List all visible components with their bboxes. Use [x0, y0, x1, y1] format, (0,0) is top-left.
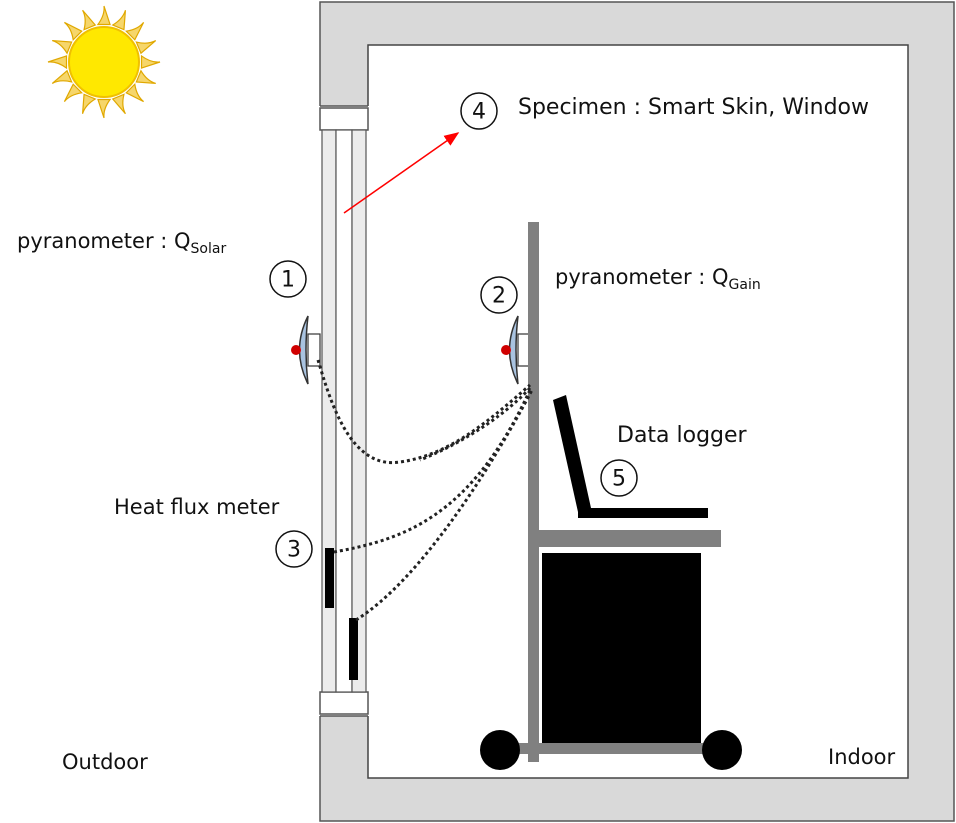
- pyranometer-solar-icon: [291, 315, 321, 385]
- sun-ray: [111, 93, 126, 115]
- sun-ray: [51, 69, 73, 84]
- specimen-label: Specimen : Smart Skin, Window: [518, 95, 869, 120]
- sun-icon: [47, 5, 161, 119]
- outdoor-label: Outdoor: [62, 750, 148, 774]
- data-logger-cart: [480, 222, 742, 770]
- sun-ray: [82, 9, 97, 31]
- pyranometer-gain-subscript: Gain: [729, 277, 761, 293]
- sun-ray: [47, 55, 68, 70]
- sensor-wires: [316, 359, 534, 622]
- heat-flux-meter-label: Heat flux meter: [114, 495, 280, 519]
- sun-ray: [111, 10, 127, 31]
- heat-flux-sensor-inner: [349, 618, 358, 680]
- sun-ray: [124, 22, 145, 41]
- pyranometer-solar-subscript: Solar: [191, 241, 227, 257]
- sun-ray: [64, 21, 83, 42]
- sun-ray: [135, 69, 156, 85]
- sun-ray: [96, 5, 111, 26]
- sun-ray: [135, 40, 157, 55]
- sun-ray: [125, 82, 144, 103]
- sun-ray: [140, 54, 161, 69]
- pyranometer-solar-label: pyranometer : QSolar: [17, 229, 226, 257]
- svg-text:5: 5: [612, 467, 626, 492]
- svg-text:3: 3: [287, 538, 301, 563]
- svg-text:1: 1: [281, 268, 295, 293]
- sun-ray: [81, 93, 97, 114]
- pyranometer-gain-text: pyranometer : Q: [555, 265, 729, 289]
- pyranometer-gain-label: pyranometer : QGain: [555, 265, 761, 293]
- marker-5: 5: [600, 459, 638, 497]
- indoor-label: Indoor: [828, 745, 896, 769]
- specimen-pointer-arrow: [343, 132, 460, 214]
- heat-flux-sensor-outer: [325, 548, 334, 608]
- svg-text:2: 2: [492, 284, 506, 309]
- sun-ray: [97, 98, 112, 119]
- marker-1: 1: [269, 260, 307, 298]
- marker-3: 3: [275, 530, 313, 568]
- svg-text:4: 4: [472, 100, 486, 125]
- sun-ray: [63, 83, 84, 102]
- sun-ray: [52, 39, 73, 55]
- pyranometer-solar-text: pyranometer : Q: [17, 229, 191, 253]
- marker-2: 2: [480, 276, 518, 314]
- marker-4: 4: [460, 92, 498, 130]
- laptop-icon: [553, 395, 708, 518]
- data-logger-label: Data logger: [617, 423, 748, 448]
- pyranometer-gain-icon: [501, 315, 530, 385]
